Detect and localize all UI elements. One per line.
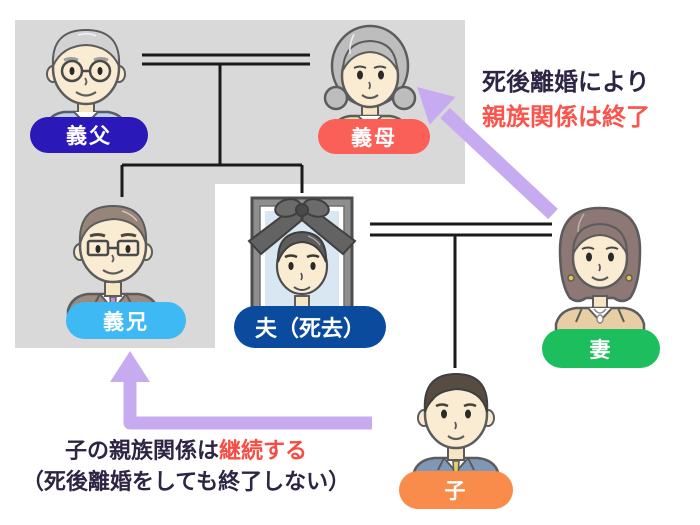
termination-arrow-shaft: [440, 107, 558, 220]
brother-in-law-label: 義兄: [66, 302, 186, 339]
wife-illustration: [554, 206, 646, 338]
continuation-arrow-head: [110, 351, 150, 382]
continuation-note: 子の親族関係は継続する （死後離婚をしても終了しない）: [14, 436, 358, 498]
continuation-note-line2: （死後離婚をしても終了しない）: [21, 468, 351, 494]
child-label: 子: [399, 471, 513, 509]
termination-note: 死後離婚により 親族関係は終了: [482, 66, 650, 136]
mother-in-law-illustration: [323, 24, 417, 142]
termination-note-line2: 親族関係は終了: [482, 103, 650, 131]
continuation-note-line1-prefix: 子の親族関係は: [64, 438, 219, 463]
continuation-note-line1: 子の親族関係は継続する: [14, 436, 358, 467]
continuation-note-line1-highlight: 継続する: [219, 438, 308, 463]
termination-arrow-head: [417, 87, 456, 125]
continuation-arrow-shaft: [123, 380, 372, 430]
continuation-arrow: [110, 351, 372, 430]
termination-note-line1: 死後離婚により: [482, 69, 650, 96]
family-tree-lines: [120, 53, 552, 368]
child-illustration: [412, 372, 500, 484]
termination-arrow: [417, 87, 558, 220]
mother-in-law-label: 義母: [318, 119, 430, 154]
husband-label: 夫（死去）: [234, 306, 386, 348]
wife-label: 妻: [542, 329, 660, 368]
father-in-law-label: 義父: [30, 117, 148, 153]
